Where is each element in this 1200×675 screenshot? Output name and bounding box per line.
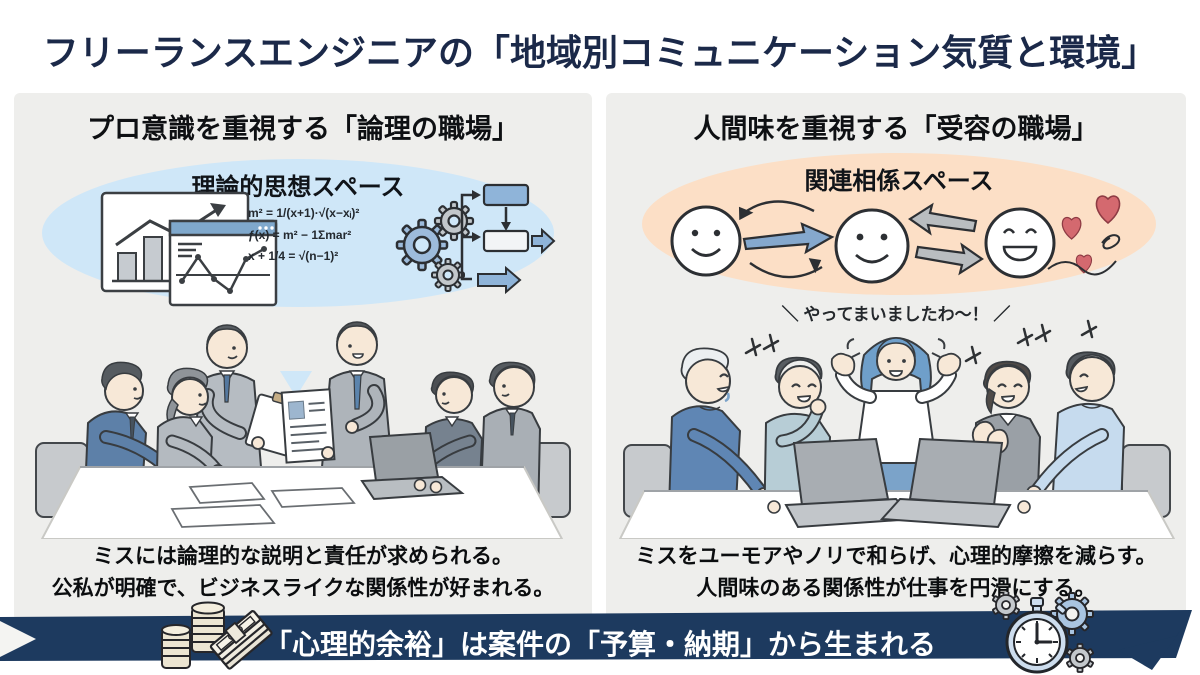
gray-arrow — [914, 242, 984, 276]
heart-icon — [1061, 195, 1121, 274]
curved-arrow — [743, 200, 815, 214]
laptop — [879, 437, 1012, 529]
formula-block: m² = 1/(x+1)·√(x−xᵢ)² ƒ(x) = m² − 1Σmar²… — [248, 203, 398, 268]
stopwatch-icon — [992, 592, 1094, 674]
caption-line: ミスには論理的な説明と責任が求められる。 — [93, 545, 513, 568]
right-panel: 人間味を重視する「受容の職場」 関連相係スペース — [606, 93, 1186, 621]
flowchart-icon — [460, 183, 556, 295]
left-caption: ミスには論理的な説明と責任が求められる。 公私が明確で、ビジネスライクな関係性が… — [14, 541, 592, 604]
gray-arrow — [908, 202, 978, 236]
smiley-face — [670, 205, 742, 277]
gear-icon — [1050, 592, 1094, 636]
left-panel-heading: プロ意識を重視する「論理の職場」 — [87, 114, 519, 144]
smiley-face — [834, 208, 910, 284]
page-title: フリーランスエンジニアの「地域別コミュニケーション気質と環境」 — [42, 32, 1158, 73]
logic-thought-bubble: 理論的思想スペース — [42, 159, 556, 397]
formula-line: x + 1/4 = √(n−1)² — [248, 249, 339, 264]
speech-text: ＼ やってまいましたわ～！ ／ — [781, 305, 1011, 324]
curved-arrow — [749, 262, 823, 279]
banner-text: 「心理的余裕」は案件の「予算・納期」から生まれる — [263, 629, 936, 660]
laugh-marks — [744, 319, 1098, 365]
papers — [170, 482, 356, 528]
sweat-mark — [846, 338, 946, 350]
laughing-face — [984, 207, 1056, 279]
relation-bubble: 関連相係スペース — [642, 153, 1156, 295]
squiggle — [1047, 260, 1117, 276]
right-panel-heading: 人間味を重視する「受容の職場」 — [693, 114, 1099, 144]
ribbon-notch — [0, 621, 36, 657]
caption-line: 人間味のある関係性が仕事を円滑にする。 — [696, 576, 1096, 600]
formula-line: m² = 1/(x+1)·√(x−xᵢ)² — [248, 206, 360, 220]
gears-icon — [395, 200, 475, 292]
casual-team-illustration — [618, 319, 1176, 539]
smiley-exchange-icon — [670, 195, 1121, 284]
squiggle — [1101, 234, 1121, 250]
banner-ribbon — [0, 610, 1192, 670]
business-meeting-illustration — [35, 321, 571, 539]
money-icon — [161, 601, 273, 670]
line-chart-window-icon — [168, 219, 278, 307]
caption-line: 公私が明確で、ビジネスライクな関係性が好まれる。 — [51, 576, 555, 600]
left-panel: プロ意識を重視する「論理の職場」 理論的思想スペース — [14, 93, 592, 621]
gear-icon — [1066, 643, 1094, 673]
caption-line: ミスをユーモアやノリで和らげ、心理的摩擦を減らす。 — [635, 545, 1157, 568]
blue-arrow — [742, 222, 835, 255]
formula-line: ƒ(x) = m² − 1Σmar² — [248, 227, 352, 242]
relation-bubble-label: 関連相係スペース — [804, 168, 994, 195]
right-caption: ミスをユーモアやノリで和らげ、心理的摩擦を減らす。 人間味のある関係性が仕事を円… — [606, 541, 1186, 604]
gear-icon — [992, 592, 1020, 620]
